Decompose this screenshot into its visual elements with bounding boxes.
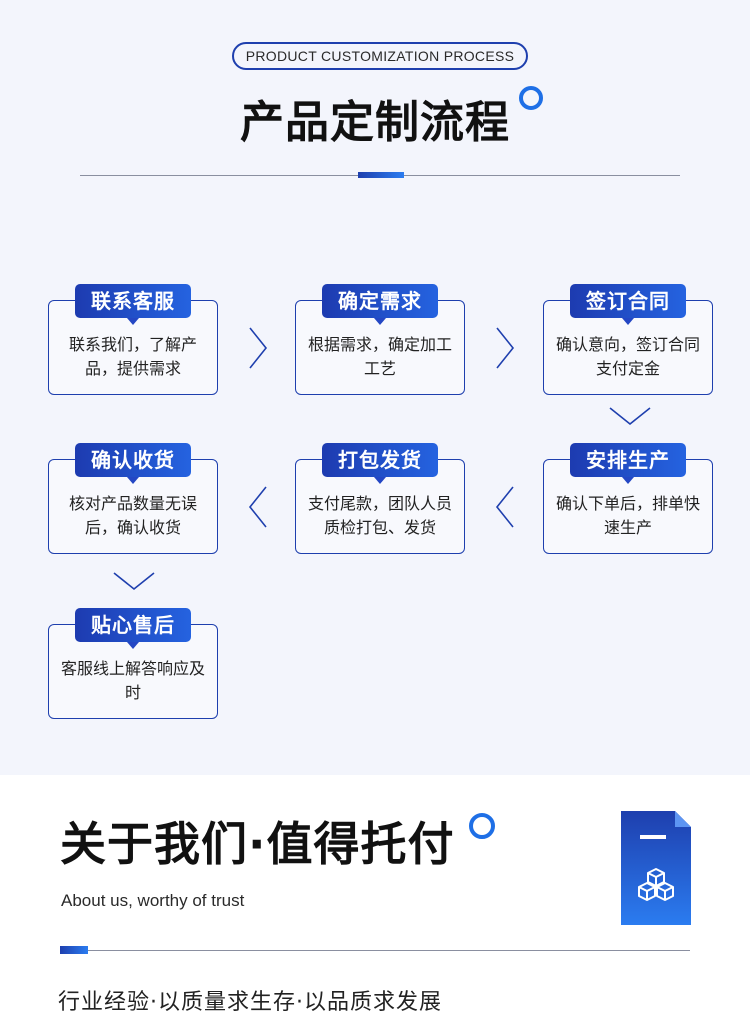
- step-desc: 确认意向，签订合同支付定金: [555, 335, 700, 378]
- chevron-down-icon: [113, 572, 155, 591]
- step-contact-service: 联系客服 联系我们，了解产品，提供需求: [48, 284, 218, 395]
- step-desc: 客服线上解答响应及时: [60, 659, 205, 702]
- step-label: 打包发货: [322, 443, 438, 484]
- step-desc: 确认下单后，排单快速生产: [555, 494, 700, 537]
- document-cubes-icon: [621, 811, 691, 925]
- title-ring-icon: [519, 86, 543, 110]
- about-divider-accent: [60, 946, 88, 954]
- chevron-left-icon: [248, 486, 267, 528]
- process-tagline: PRODUCT CUSTOMIZATION PROCESS: [232, 42, 528, 70]
- chevron-down-icon: [609, 407, 651, 426]
- chevron-right-icon: [249, 327, 268, 369]
- step-pack-ship: 打包发货 支付尾款，团队人员质检打包、发货: [295, 443, 465, 554]
- step-desc: 核对产品数量无误后，确认收货: [68, 494, 197, 537]
- about-slogan: 行业经验·以质量求生存·以品质求发展: [58, 990, 442, 1015]
- step-confirm-receipt: 确认收货 核对产品数量无误后，确认收货: [48, 443, 218, 554]
- process-section: PRODUCT CUSTOMIZATION PROCESS 产品定制流程 联系客…: [0, 0, 750, 775]
- step-label: 贴心售后: [75, 608, 191, 649]
- step-arrange-production: 安排生产 确认下单后，排单快速生产: [543, 443, 713, 554]
- step-sign-contract: 签订合同 确认意向，签订合同支付定金: [543, 284, 713, 395]
- step-confirm-requirements: 确定需求 根据需求，确定加工工艺: [295, 284, 465, 395]
- step-desc: 联系我们，了解产品，提供需求: [68, 335, 197, 378]
- chevron-left-icon: [495, 486, 514, 528]
- divider-accent: [358, 172, 404, 178]
- step-label: 联系客服: [75, 284, 191, 325]
- step-label: 安排生产: [570, 443, 686, 484]
- about-divider-line: [60, 950, 690, 951]
- step-label: 确认收货: [75, 443, 191, 484]
- step-label: 签订合同: [570, 284, 686, 325]
- about-title: 关于我们·值得托付: [60, 817, 455, 871]
- about-ring-icon: [469, 813, 495, 839]
- step-label: 确定需求: [322, 284, 438, 325]
- step-desc: 根据需求，确定加工工艺: [307, 335, 452, 378]
- process-title: 产品定制流程: [240, 97, 510, 148]
- about-subtitle: About us, worthy of trust: [61, 891, 245, 910]
- step-after-sales: 贴心售后 客服线上解答响应及时: [48, 608, 218, 719]
- chevron-right-icon: [496, 327, 515, 369]
- step-desc: 支付尾款，团队人员质检打包、发货: [307, 494, 452, 537]
